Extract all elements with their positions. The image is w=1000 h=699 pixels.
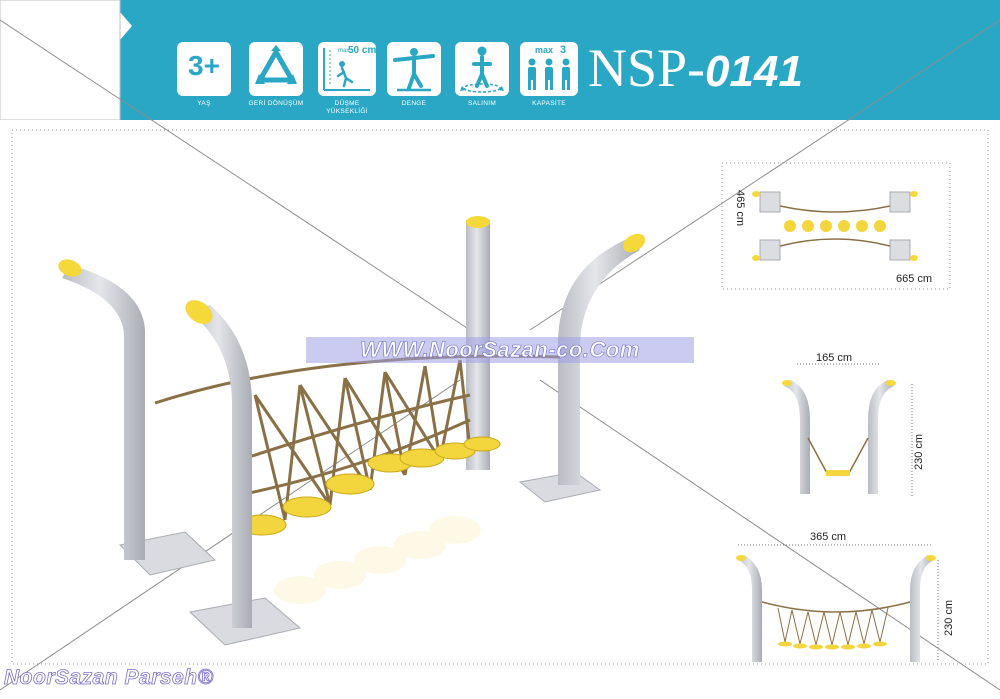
recycle-icon <box>249 42 303 96</box>
plan-width-label: 465 cm <box>734 190 746 226</box>
side-width-label: 165 cm <box>816 352 852 364</box>
side-height-label: 230 cm <box>913 434 925 470</box>
swing-icon <box>455 42 509 96</box>
post-back-right <box>558 233 646 485</box>
model-number: 0141 <box>705 47 803 96</box>
fall-height-prefix: max. <box>338 48 352 54</box>
fall-height-icon: max. 50 cm <box>318 42 376 96</box>
capacity-icon: max 3 <box>520 42 578 96</box>
header-banner: 3+ YAŞ GERİ DÖNÜŞÜM max. 50 cm <box>0 0 1000 120</box>
watermark-website: WWW.NoorSazan-co.Com <box>306 337 694 363</box>
watermark-brand: NoorSazan Parseh® <box>4 666 214 690</box>
fall-height-caption-line-1: DÜŞME <box>334 100 360 107</box>
age-value: 3+ <box>188 50 220 81</box>
fall-height-caption: DÜŞME YÜKSEKLİĞİ <box>307 100 387 116</box>
capacity-caption: KAPASİTE <box>532 100 566 107</box>
balance-caption: DENGE <box>401 100 427 107</box>
age-caption: YAŞ <box>197 100 211 107</box>
front-view: 365 cm 230 cm <box>736 531 955 662</box>
fall-height-caption-line-2: YÜKSEKLİĞİ <box>326 108 368 115</box>
capacity-prefix: max <box>535 45 554 55</box>
recycle-caption: GERİ DÖNÜŞÜM <box>248 100 304 107</box>
capacity-value: 3 <box>560 44 567 56</box>
model-prefix: NSP- <box>588 38 706 98</box>
balance-icon <box>387 42 441 96</box>
watermark-lines <box>0 19 1000 691</box>
rope-net <box>154 354 561 521</box>
side-view: 165 cm 230 cm <box>782 352 925 496</box>
age-icon: 3+ <box>177 42 231 96</box>
front-height-label: 230 cm <box>943 600 955 636</box>
seat-reflections <box>274 516 481 604</box>
fall-height-value: 50 cm <box>348 45 377 56</box>
swing-caption: SALINIM <box>467 100 497 107</box>
post-front-center <box>185 300 252 628</box>
post-front-left <box>58 259 145 560</box>
drawing-frame <box>11 129 989 665</box>
front-width-label: 365 cm <box>810 531 846 543</box>
plan-length-label: 665 cm <box>896 273 932 285</box>
model-code: NSP-0141 <box>588 38 803 102</box>
plan-view: 465 cm 665 cm <box>721 162 951 290</box>
